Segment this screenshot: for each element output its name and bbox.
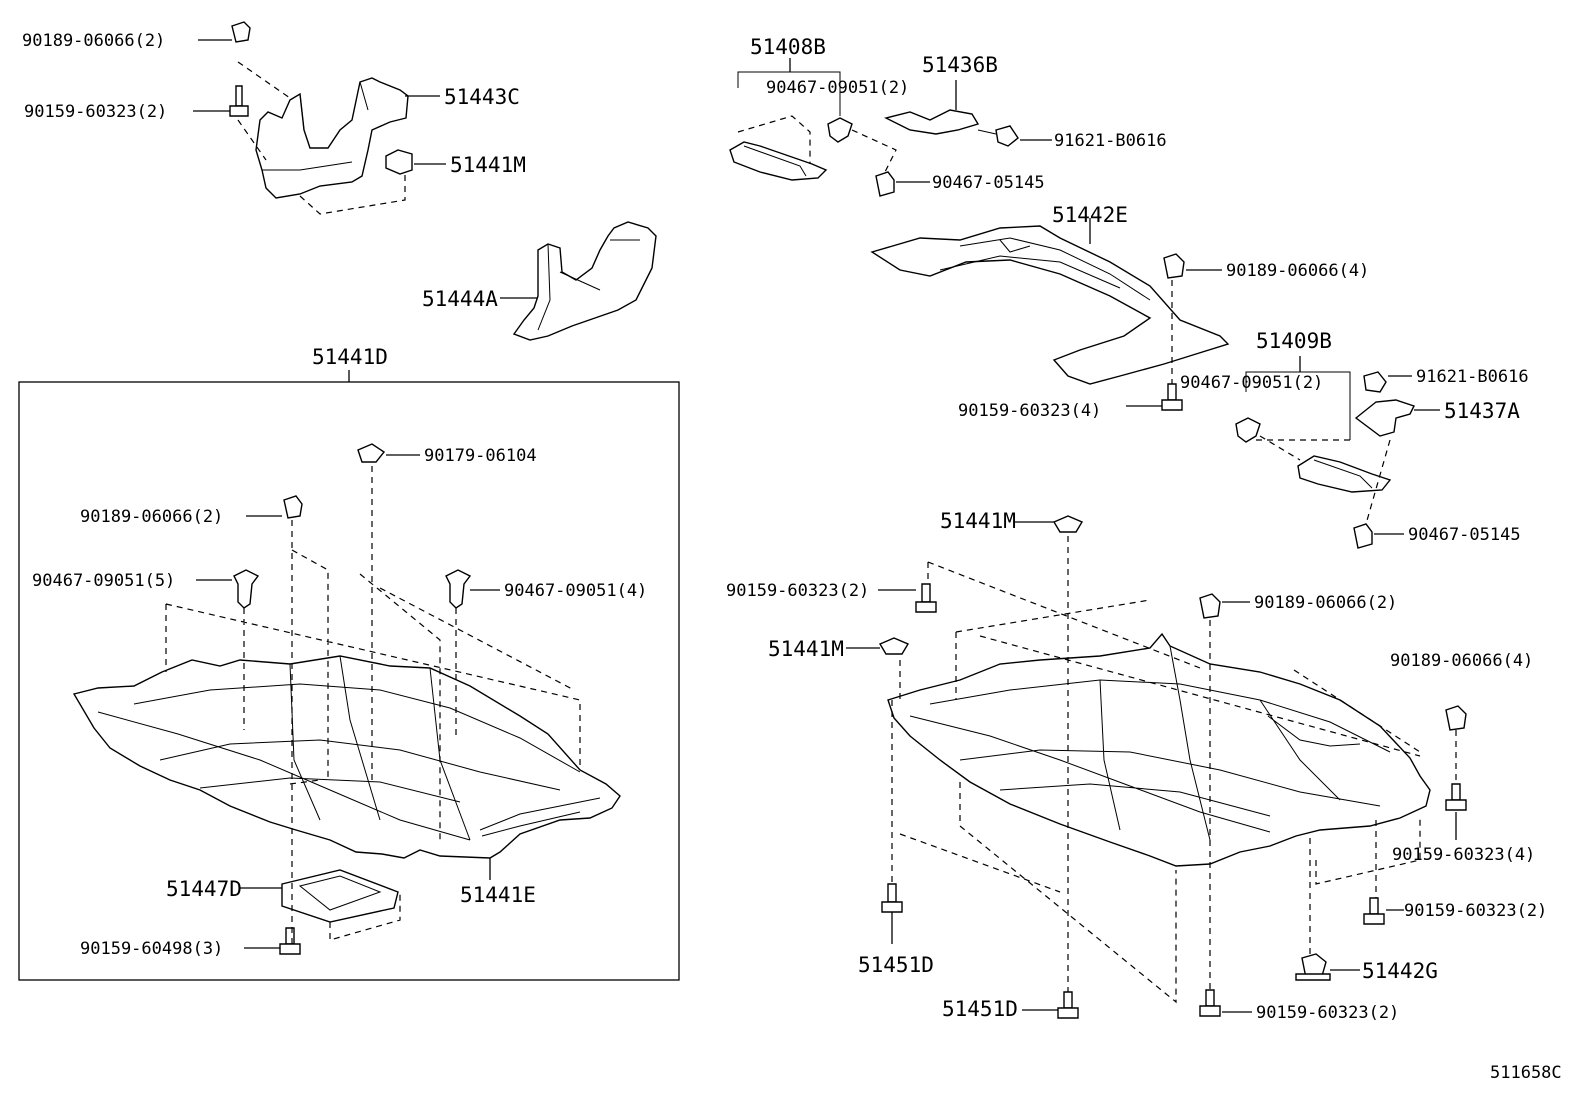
group-51408B	[729, 58, 1052, 197]
label-51437A: 51437A	[1444, 399, 1520, 423]
label-51444A: 51444A	[422, 287, 498, 311]
label-51441D: 51441D	[312, 345, 388, 369]
label-90159-60323-4b: 90159-60323(4)	[1392, 845, 1535, 865]
group-51442E	[870, 218, 1230, 411]
label-51441M-r2: 51441M	[768, 637, 844, 661]
label-90467-05145-b: 90467-05145	[1408, 525, 1521, 545]
label-51441E: 51441E	[460, 883, 536, 907]
label-90467-09051-4: 90467-09051(4)	[504, 581, 647, 601]
labels: 90189-06066(2) 90159-60323(2) 51443C 514…	[22, 31, 1562, 1083]
label-90189-06066-4b: 90189-06066(4)	[1390, 651, 1533, 671]
label-51409B: 51409B	[1256, 329, 1332, 353]
drawing-id: 511658C	[1490, 1063, 1562, 1083]
group-51443C	[193, 21, 446, 215]
label-51436B: 51436B	[922, 53, 998, 77]
label-90467-09051-5: 90467-09051(5)	[32, 571, 175, 591]
label-91621-B0616-b: 91621-B0616	[1416, 367, 1529, 387]
group-51409B	[1235, 356, 1440, 549]
label-90189-06066-tl: 90189-06066(2)	[22, 31, 165, 51]
label-90159-60323-2b: 90159-60323(2)	[1404, 901, 1547, 921]
label-90467-05145-a: 90467-05145	[932, 173, 1045, 193]
label-90467-09051-2a: 90467-09051(2)	[766, 78, 909, 98]
part-51444A	[500, 221, 657, 341]
label-90159-60498: 90159-60498(3)	[80, 939, 223, 959]
label-51441M-r1: 51441M	[940, 509, 1016, 533]
label-51443C: 51443C	[444, 85, 520, 109]
label-90179-06104: 90179-06104	[424, 446, 537, 466]
label-51451D-b: 51451D	[942, 997, 1018, 1021]
label-51441M-top: 51441M	[450, 153, 526, 177]
label-90159-60323-2r: 90159-60323(2)	[726, 581, 869, 601]
group-right-undercover	[846, 515, 1467, 1019]
label-90159-60323-4a: 90159-60323(4)	[958, 401, 1101, 421]
label-51408B: 51408B	[750, 35, 826, 59]
label-90189-06066-2r: 90189-06066(2)	[1254, 593, 1397, 613]
label-90467-09051-2b: 90467-09051(2)	[1180, 373, 1323, 393]
label-90159-60323-2c: 90159-60323(2)	[1256, 1003, 1399, 1023]
label-91621-B0616-a: 91621-B0616	[1054, 131, 1167, 151]
label-51442E: 51442E	[1052, 203, 1128, 227]
label-51451D-a: 51451D	[858, 953, 934, 977]
label-90189-06066-4a: 90189-06066(4)	[1226, 261, 1369, 281]
label-90159-60323-tl: 90159-60323(2)	[24, 102, 167, 122]
label-90189-06066-box: 90189-06066(2)	[80, 507, 223, 527]
label-51442G: 51442G	[1362, 959, 1438, 983]
group-51441D	[18, 370, 680, 981]
label-51447D: 51447D	[166, 877, 242, 901]
